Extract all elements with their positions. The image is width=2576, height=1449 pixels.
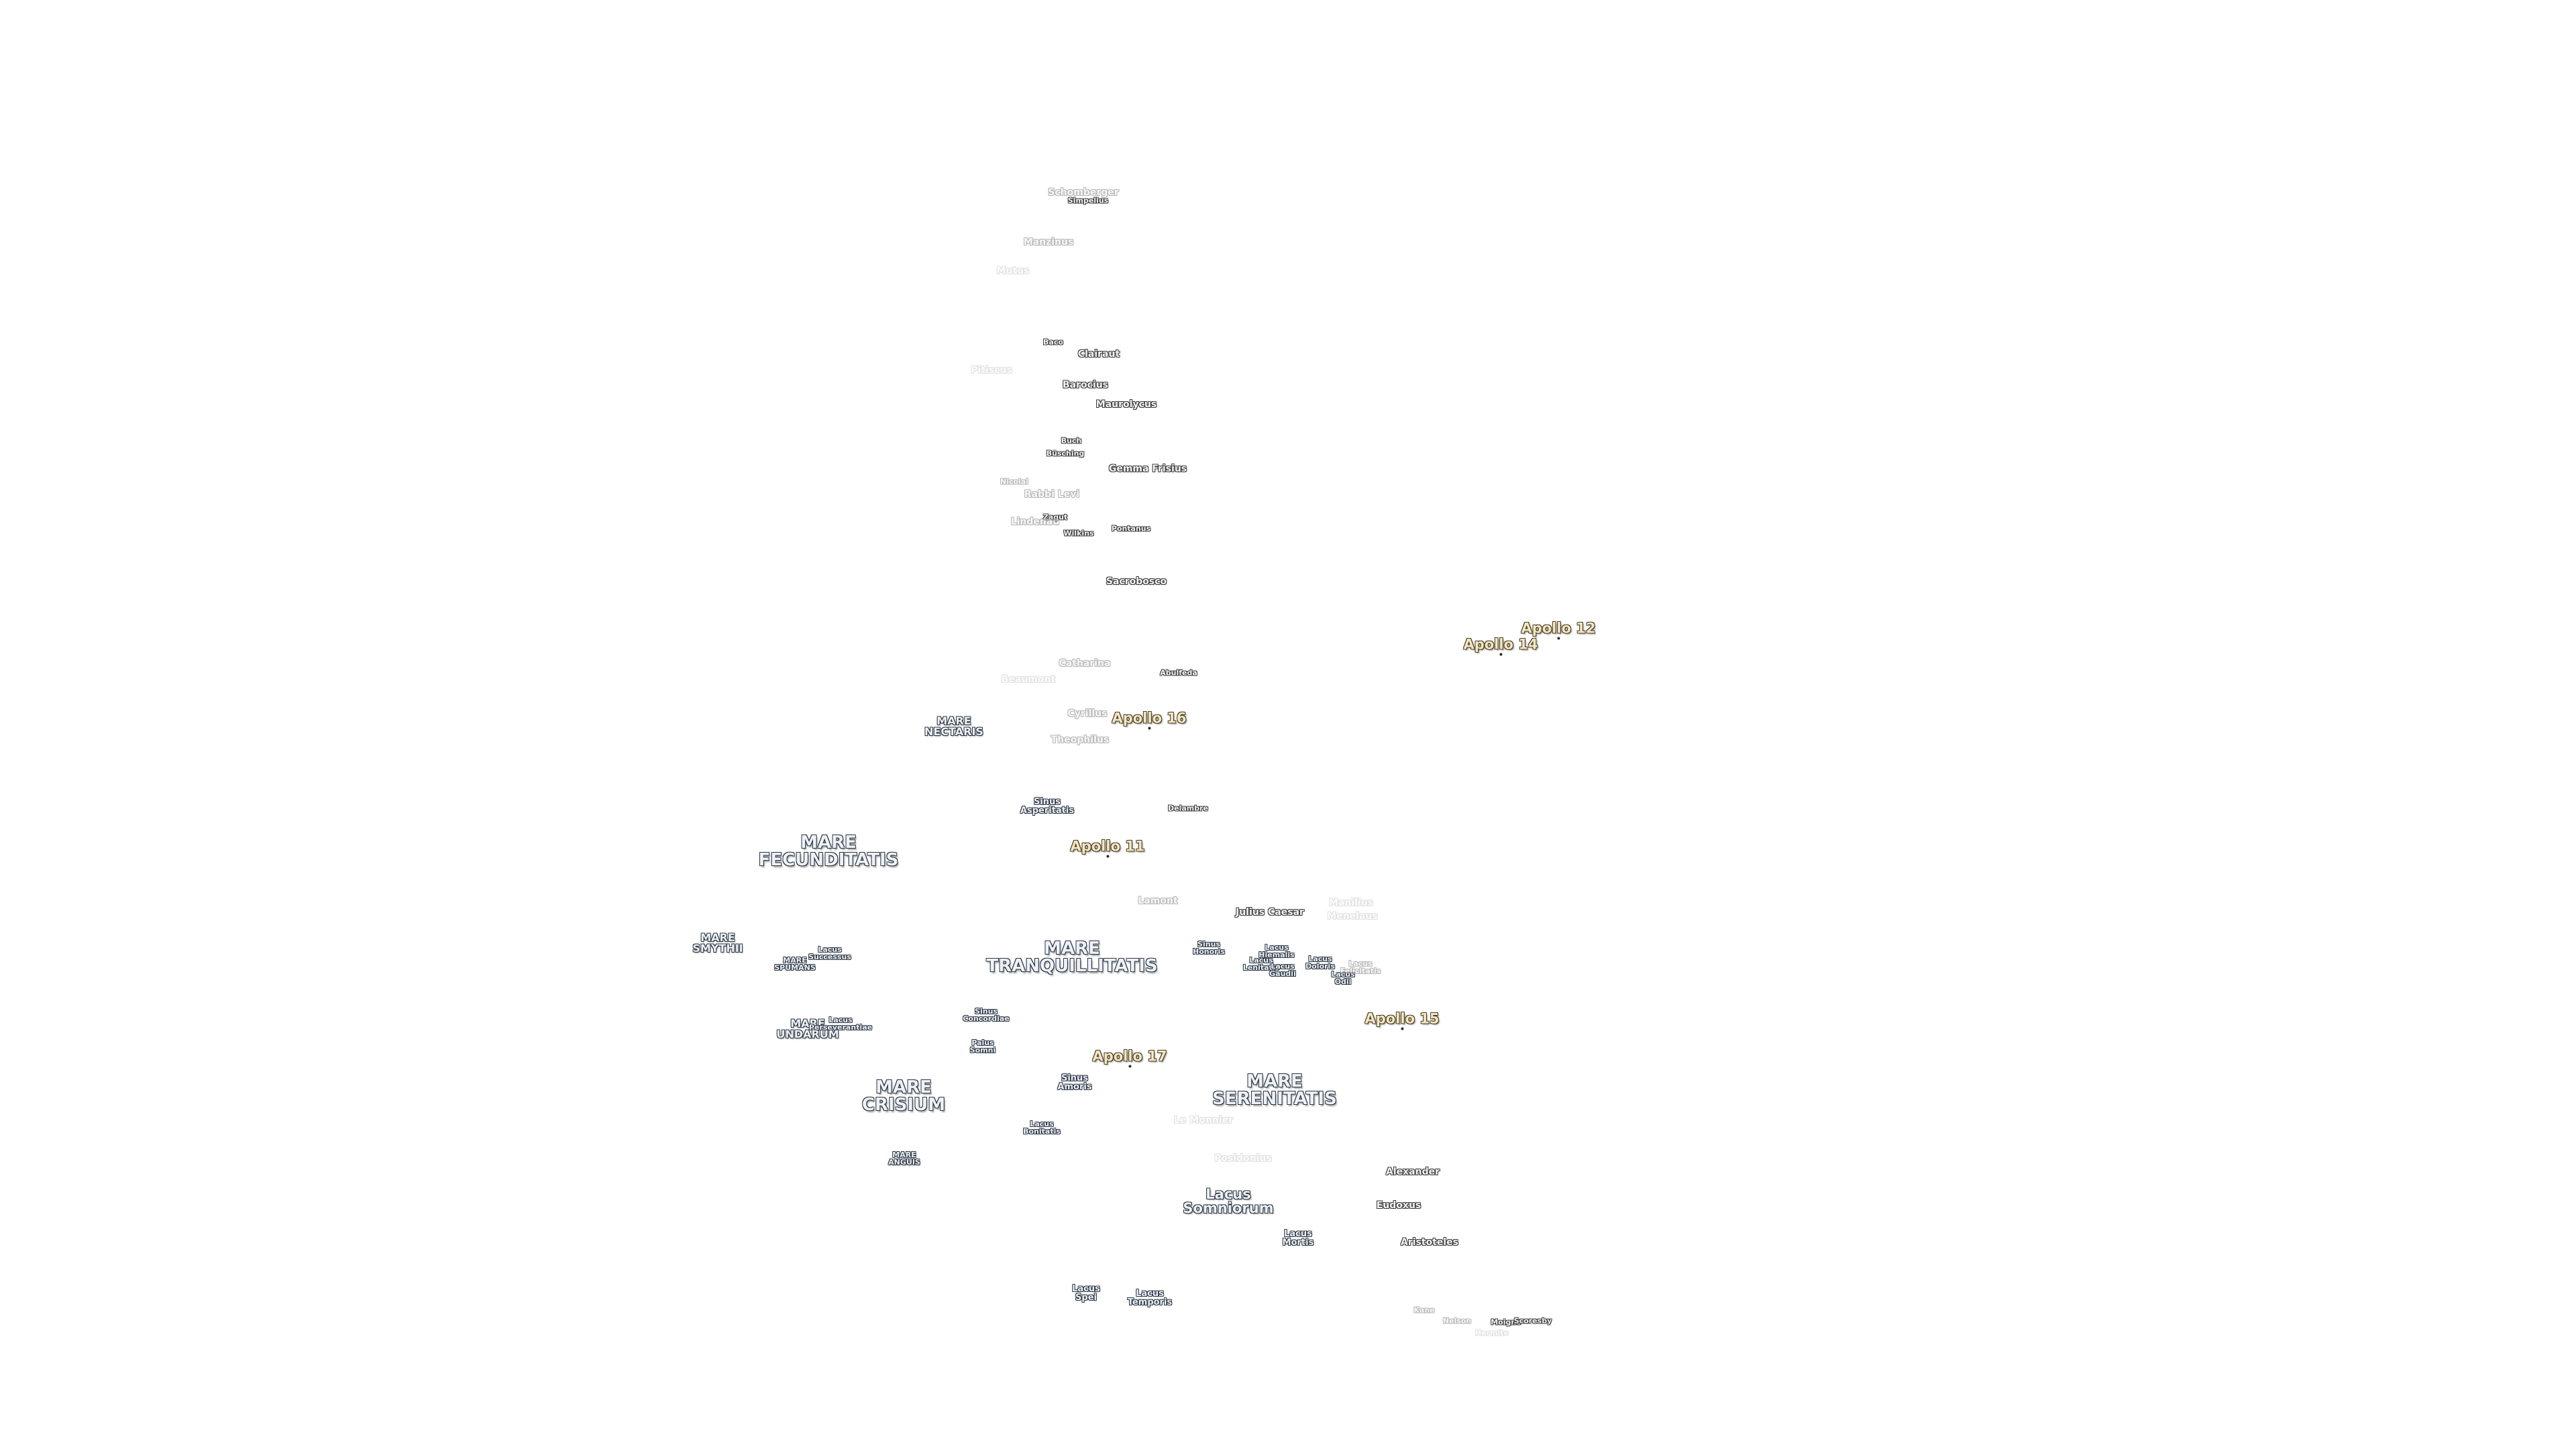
lacus-successus-label: Lacus Successus — [808, 945, 851, 961]
palus-somni-label: Palus Somni — [969, 1038, 996, 1055]
crater-label-lindenau: Lindenau — [1010, 517, 1060, 527]
crater-label-rabbi-levi: Rabbi Levi — [1024, 489, 1080, 500]
crater-label-alexander: Alexander — [1386, 1167, 1440, 1177]
crater-label-buch: Buch — [1061, 436, 1082, 445]
apollo-11-landing-site[interactable]: Apollo 11 — [1070, 838, 1145, 858]
lacus-odii-label: Lacus Odii — [1331, 970, 1355, 986]
apollo-12-landing-site[interactable]: Apollo 12 — [1521, 620, 1596, 640]
lacus-lenitatis-label: Lacus Lenitatis — [1242, 956, 1280, 972]
crater-label-kane: Kane — [1413, 1305, 1435, 1315]
apollo-14-landing-site[interactable]: Apollo 14 — [1463, 636, 1538, 656]
mare-nectaris-label: MARE NECTARIS — [924, 714, 983, 738]
crater-label-le-monnier: Le Monnier — [1174, 1115, 1233, 1126]
crater-label-maurolycus: Maurolycus — [1095, 399, 1157, 410]
lacus-spei-label: Lacus Spei — [1072, 1284, 1100, 1303]
lacus-gaudii-label: Lacus Gaudii — [1269, 962, 1296, 978]
crater-label-scoresby: Scoresby — [1513, 1316, 1552, 1326]
lacus-temporis-label: Lacus Temporis — [1127, 1289, 1173, 1307]
crater-label-manzinus: Manzinus — [1023, 237, 1074, 248]
crater-label-delambre: Delambre — [1167, 804, 1209, 813]
mare-undarum-label: MARE UNDARUM — [776, 1017, 839, 1040]
mare-crisium-label: MARE CRISIUM — [861, 1077, 946, 1115]
lacus-felicitatis-label: Lacus Felicitatis — [1340, 959, 1381, 975]
apollo-17-landing-site[interactable]: Apollo 17 — [1092, 1048, 1167, 1068]
crater-label-beaumont: Beaumont — [1001, 674, 1056, 685]
crater-label-simpelius: Simpelius — [1067, 196, 1109, 205]
crater-label-catharina: Catharina — [1059, 658, 1111, 669]
mare-tranquillitatis-label: MARE TRANQUILLITATIS — [986, 938, 1158, 976]
crater-label-abulfeda: Abulfeda — [1160, 668, 1197, 678]
crater-label-moigno: Moigno — [1491, 1318, 1521, 1327]
crater-label-menelaus: Menelaus — [1327, 911, 1378, 922]
lacus-bonitatis-label: Lacus Bonitatis — [1023, 1120, 1061, 1136]
apollo-16-landing-site[interactable]: Apollo 16 — [1112, 710, 1187, 730]
sinus-asperitatis-label: Sinus Asperitatis — [1020, 797, 1075, 816]
sinus-honoris-label: Sinus Honoris — [1193, 940, 1225, 956]
crater-label-cyrillus: Cyrillus — [1067, 708, 1108, 719]
crater-label-pitiscus: Pitiscus — [971, 365, 1012, 376]
lacus-hiemalis-label: Lacus Hiemalis — [1258, 943, 1295, 959]
crater-label-zagut: Zagut — [1042, 513, 1068, 522]
crater-label-eudoxus: Eudoxus — [1376, 1200, 1421, 1211]
crater-label-wilkins: Wilkins — [1063, 529, 1094, 538]
lacus-doloris-label: Lacus Doloris — [1305, 955, 1335, 971]
mare-fecunditatis-label: MARE FECUNDITATIS — [758, 833, 899, 870]
crater-label-baco: Baco — [1043, 337, 1063, 347]
mare-smythii-label: MARE SMYTHII — [692, 931, 743, 955]
mare-spumans-label: MARE SPUMANS — [774, 956, 816, 972]
crater-label-julius-caesar: Julius Caesar — [1236, 907, 1304, 918]
crater-label-aristoteles: Aristoteles — [1401, 1237, 1458, 1248]
crater-label-posidonius: Posidonius — [1214, 1153, 1272, 1164]
crater-label-gemma-frisius: Gemma Frisius — [1108, 464, 1187, 474]
crater-label-theophilus: Theophilus — [1051, 735, 1110, 745]
crater-label-pontanus: Pontanus — [1111, 524, 1151, 533]
crater-label-busching: Büsching — [1046, 449, 1085, 458]
apollo-15-landing-site[interactable]: Apollo 15 — [1364, 1010, 1440, 1030]
crater-label-hermite: Hermite — [1474, 1328, 1509, 1338]
lacus-perseverantiae-label: Lacus Perseverantiae — [808, 1016, 873, 1032]
crater-label-barocius: Barocius — [1062, 380, 1109, 390]
crater-label-mutus: Mutus — [996, 266, 1030, 276]
mare-anguis-label: MARE ANGUIS — [888, 1150, 920, 1167]
lacus-somniorum-label: Lacus Somniorum — [1183, 1186, 1274, 1216]
crater-label-nelson: Nelson — [1442, 1316, 1472, 1326]
crater-label-manilius: Manilius — [1328, 898, 1374, 908]
crater-label-schomberger: Schomberger — [1048, 187, 1119, 198]
lacus-mortis-label: Lacus Mortis — [1282, 1229, 1314, 1248]
sinus-amoris-label: Sinus Amoris — [1057, 1073, 1092, 1092]
sinus-concordiae-label: Sinus Concordiae — [963, 1007, 1010, 1023]
mare-serenitatis-label: MARE SERENITATIS — [1212, 1071, 1337, 1109]
crater-label-nicolai: Nicolai — [1000, 477, 1029, 486]
crater-label-clairaut: Clairaut — [1077, 349, 1120, 360]
crater-label-sacrobosco: Sacrobosco — [1106, 576, 1167, 587]
crater-label-lamont: Lamont — [1138, 896, 1178, 906]
